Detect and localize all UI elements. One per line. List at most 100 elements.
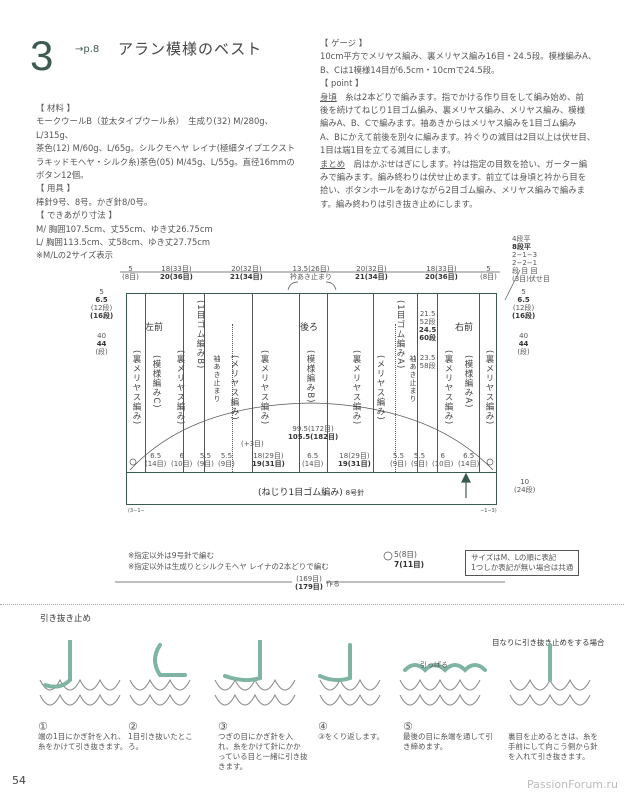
dim-top: 5(8目)	[122, 265, 139, 281]
cast-on-label: 作る	[326, 580, 340, 588]
column-label: (1目ゴム編みA)	[395, 300, 405, 370]
dim-top: 18(33目)20(36目)	[160, 265, 193, 281]
column-label: (裏メリヤス編み)	[175, 350, 185, 426]
note: ※指定以外は9号針で編む	[128, 551, 215, 560]
column-label: (模様編みC)	[151, 355, 161, 409]
bindoff-illustrations	[39, 640, 591, 706]
tools-heading: 【 用具 】	[36, 183, 75, 194]
dim-bottom: 5.5(9目)	[197, 452, 214, 468]
watermark: PassionForum.ru	[527, 778, 618, 791]
column-label: (模様編みA)	[463, 355, 473, 409]
materials-line: ボタン12個。	[36, 170, 89, 181]
corner-note: (3−1−	[128, 508, 145, 514]
dim-top: 5(8目)	[480, 265, 497, 281]
point-line: 肩はかぶせはぎにします。衿は指定の目数を拾い、ガーター編	[345, 158, 588, 169]
column-label: (メリヤス編み)	[229, 355, 239, 421]
increase-note: (+3目)	[241, 440, 264, 448]
point-line: 糸は2本どりで編みます。指でかける作り目をして編み始め、前	[336, 91, 584, 102]
size-line: M/ 胸囲107.5cm、丈55cm、ゆき丈26.75cm	[36, 223, 213, 234]
point-line: みで編みます。編み終わりは伏せ止めます。前立ては身頃と衿から目を	[320, 172, 587, 183]
dim-bottom: 5.5(9目)	[218, 452, 235, 468]
note: ※指定以外は生成りとシルクモヘヤ レイナの2本どりで編む	[128, 562, 329, 571]
page-title: アラン模様のベスト	[118, 40, 263, 58]
dim-bottom: 5.5(9目)	[411, 452, 428, 468]
size-heading: 【 できあがり寸法 】	[36, 210, 117, 221]
tools-line: 棒針9号、8号。かぎ針8/0号。	[36, 196, 153, 207]
column-label: (裏メリヤス編み)	[131, 350, 141, 426]
column-label: (裏メリヤス編み)	[351, 350, 361, 426]
finish-label: まとめ	[320, 158, 346, 169]
materials-line: モークウールB（並太タイプウール糸） 生成り(32) M/280g、L/315g…	[36, 116, 274, 140]
back-label: 後ろ	[300, 323, 319, 333]
divider	[0, 604, 624, 605]
dim-top: 18(33目)20(36目)	[425, 265, 458, 281]
gauge-point-section: 【 ゲージ 】 10cm平方でメリヤス編み、裏メリヤス編み16目・24.5段。模…	[320, 37, 600, 211]
bindoff-heading: 引き抜き止め	[40, 614, 92, 624]
page-number: 54	[12, 774, 26, 787]
pull-label: 引っぱる	[420, 661, 448, 669]
notes: ※指定以外は9号針で編む ※指定以外は生成りとシルクモヘヤ レイナの2本どりで編む	[128, 550, 329, 572]
ribbing-label: (ねじり1目ゴム編み) 8号針	[258, 488, 365, 498]
materials-heading: 【 材料 】	[36, 103, 75, 113]
right-front-label: 右前	[455, 323, 474, 333]
dim-bottom: 6(10目)	[171, 452, 193, 468]
cast-on-dim: (169目)(179目)	[292, 575, 327, 591]
schematic-lines	[115, 269, 521, 583]
column-label: (裏メリヤス編み)	[259, 350, 269, 426]
dim-top: 13.5(26目)衿あき止まり	[290, 265, 332, 281]
page-reference: →p.8	[75, 44, 100, 55]
sleeve-stop-label: 袖あき止まり	[409, 355, 417, 403]
point-line: 編みA、B、Cで編みます。袖あきからはメリヤス編みを1目ゴム編み	[320, 118, 577, 129]
point-heading: 【 point 】	[320, 78, 364, 89]
knitting-schematic: 5(8目) 18(33目)20(36目) 20(32目)21(34目) 13.5…	[90, 235, 550, 591]
point-line: A、Bにかえて前後を別々に編みます。衿ぐりの減目は2目以上は伏せ目、	[320, 131, 596, 142]
dim-top: 20(32目)21(34目)	[355, 265, 388, 281]
column-label: (模様編みB)	[305, 350, 315, 404]
materials-line: ラキッドモヘヤ・シルク糸)茶色(05) M/45g、L/55g。直径16mmの	[36, 156, 295, 167]
point-line: す。編み終わりは引き抜き止めにします。	[320, 198, 478, 209]
chest-dim: 99.5(172目)105.5(182目)	[288, 425, 339, 441]
corner-note: −1−3)	[480, 508, 497, 514]
column-label: (裏メリヤス編み)	[484, 350, 494, 426]
purl-bindoff-note: 裏目を止めるときは、糸を手前にして向こう側から針を入れて引き抜きます。	[508, 732, 598, 761]
dim-bottom: 6.5(14目)	[458, 452, 480, 468]
gauge-line: 10cm平方でメリヤス編み、裏メリヤス編み16目・24.5段。模様編みA、	[320, 51, 597, 62]
dim-bottom: 18(29目)19(31目)	[338, 452, 371, 468]
dim-bottom: 6.5(14目)	[145, 452, 167, 468]
dim-top: 20(32目)21(34目)	[230, 265, 263, 281]
point-line: 拾い、ボタンホールをあけながら2目ゴム編み、メリヤス編みで編みま	[320, 185, 585, 196]
buttonhole-legend: 5(8目)7(11目)	[394, 550, 425, 569]
point-line: 後を続けてねじり1目ゴム編み、裏メリヤス編み、メリヤス編み、模様	[320, 105, 585, 116]
materials-line: 茶色(12) M/60g、L/65g。シルクモヘヤ レイナ(極細タイプエクスト	[36, 143, 296, 154]
pattern-number: 3	[30, 32, 54, 79]
gauge-line: B、Cは1模様14目が6.5cm・10cmで24.5段。	[320, 64, 500, 75]
dim-bottom: 6.5(14目)	[302, 452, 324, 468]
size-line: ※M/Lの2サイズ表示	[36, 250, 114, 261]
column-label: (1目ゴム編みB)	[195, 300, 205, 370]
column-label: (裏メリヤス編み)	[443, 350, 453, 426]
body-panel	[126, 293, 497, 505]
column-label: (メリヤス編み)	[375, 355, 385, 421]
dim-bottom: 6(10目)	[432, 452, 454, 468]
size-line: L/ 胸囲113.5cm、丈58cm、ゆき丈27.75cm	[36, 237, 211, 248]
gauge-heading: 【 ゲージ 】	[320, 38, 368, 48]
sleeve-stop-label: 袖あき止まり	[213, 355, 221, 403]
rib-height: 10(24段)	[514, 478, 536, 494]
left-front-label: 左前	[145, 323, 164, 333]
dim-bottom: 18(29目)19(31目)	[252, 452, 285, 468]
body-label: 身頃	[320, 91, 337, 102]
point-line: 1目は端1目を立てる減目にします。	[320, 145, 456, 156]
dim-bottom: 5.5(9目)	[390, 452, 407, 468]
purl-bindoff-heading: 目なりに引き抜き止めをする場合	[492, 638, 605, 647]
